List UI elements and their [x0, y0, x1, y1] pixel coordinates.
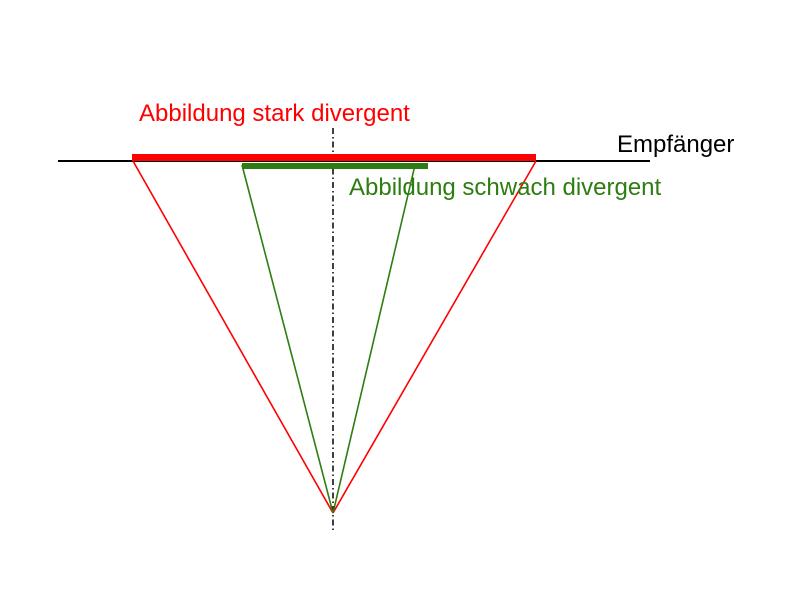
strong-divergence-bar [132, 154, 536, 161]
weak-ray-right [332, 164, 416, 514]
weak-divergence-label: Abbildung schwach divergent [349, 174, 662, 201]
strong-ray-left [132, 160, 334, 514]
strong-ray-right [332, 160, 537, 514]
weak-ray-left [241, 164, 334, 514]
weak-divergence-bar [242, 163, 428, 169]
receiver-label: Empfänger [617, 131, 734, 158]
strong-divergence-label: Abbildung stark divergent [139, 100, 410, 127]
